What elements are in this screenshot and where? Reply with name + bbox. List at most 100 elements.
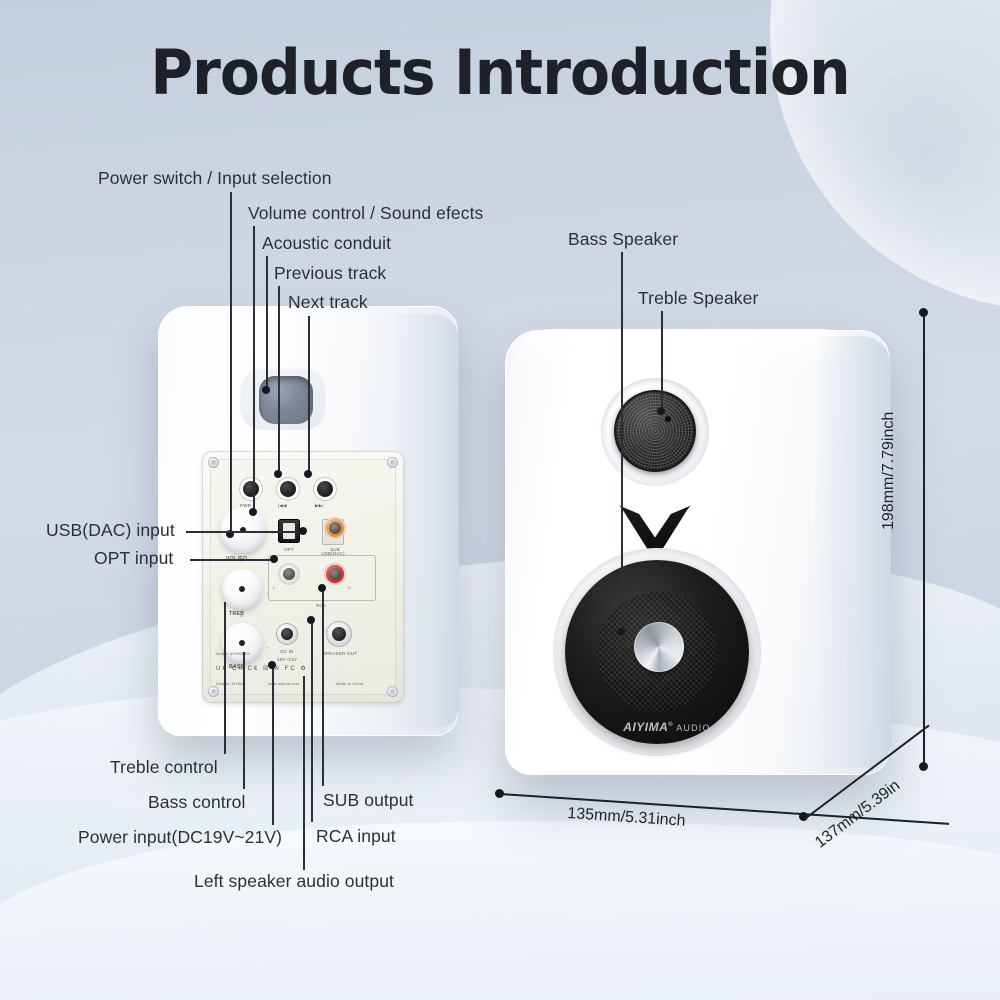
callout-volume-control-sound-effects: Volume control / Sound efects [248, 203, 484, 223]
leader-dot-previous-track [274, 470, 282, 478]
callout-treble-control: Treble control [110, 757, 218, 777]
leader-left-speaker-audio-output [303, 676, 305, 870]
callout-previous-track: Previous track [274, 263, 387, 283]
vol-eq-knob-indicator [240, 527, 246, 533]
brand-logo: AIYIMA®AUDIO [577, 720, 757, 734]
callout-power-switch-input-selection: Power switch / Input selection [98, 168, 332, 188]
dc-in-label: DC IN [280, 649, 294, 654]
rca-right-mark: R [348, 585, 351, 590]
bass-knob-indicator [239, 640, 245, 646]
brand-registered-mark: ® [668, 722, 674, 728]
rca-left-mark: L [273, 585, 276, 590]
front-cabinet-side [813, 336, 891, 768]
next-track-button[interactable] [317, 481, 333, 497]
leader-dot-acoustic-conduit [262, 386, 270, 394]
callout-left-speaker-audio-output: Left speaker audio output [194, 871, 395, 891]
leader-power-input [272, 665, 274, 825]
power-button[interactable] [243, 481, 259, 497]
treble-speaker-driver [614, 390, 696, 472]
treble-knob-label: TREB [229, 611, 245, 617]
leader-sub-output [322, 588, 324, 786]
leader-previous-track [278, 286, 280, 476]
previous-track-button[interactable] [280, 481, 296, 497]
front-speaker-illustration: AIYIMA®AUDIO [505, 329, 891, 775]
leader-acoustic-conduit [266, 256, 268, 390]
opt-port-label: OPT [284, 547, 294, 552]
vol-scale-plus: + [271, 531, 274, 536]
dimension-dot-width-right [799, 812, 808, 821]
rca-input-right-jack[interactable] [324, 563, 346, 585]
leader-dot-bass-speaker [617, 628, 625, 636]
dimension-dot-width-left [495, 789, 504, 798]
front-cabinet-top [515, 329, 855, 369]
rca-input-left-jack[interactable] [278, 563, 300, 585]
rear-speaker-illustration: PWR |◀◀ ▶▶| VOL/EQ - + USB(DAC) TREB - T… [158, 306, 459, 736]
leader-dot-opt-input [270, 555, 278, 563]
bass-scale-b: B [240, 613, 243, 618]
certification-marks: UK CA C€ ☒ ✇ FC ♻ [216, 666, 308, 672]
leader-dot-usb-dac-input [299, 527, 307, 535]
vol-scale-minus: - [216, 501, 218, 506]
leader-treble-control [224, 602, 226, 754]
treble-knob-indicator [239, 586, 245, 592]
speaker-out-jack[interactable] [326, 621, 352, 647]
leader-dot-power-input [268, 661, 276, 669]
leader-power-switch [230, 192, 232, 534]
sub-output-label: SUB [330, 547, 340, 552]
page-title: Products Introduction [150, 36, 850, 109]
dc-in-voltage-label: 19V~21V [276, 657, 298, 662]
leader-volume-control [253, 226, 255, 512]
callout-acoustic-conduit: Acoustic conduit [262, 233, 392, 253]
callout-next-track: Next track [288, 292, 368, 312]
bass-knob-label: BASS [229, 664, 245, 670]
dimension-line-height [923, 312, 925, 770]
plate-screw [387, 686, 398, 697]
treb-scale-t: T [240, 559, 243, 564]
callout-treble-speaker: Treble Speaker [638, 288, 759, 308]
callout-bass-control: Bass control [148, 792, 246, 812]
callout-sub-output: SUB output [323, 790, 414, 810]
acoustic-conduit-port [259, 376, 313, 424]
plate-screw [208, 457, 219, 468]
dc-in-jack[interactable] [276, 623, 298, 645]
leader-dot-next-track [304, 470, 312, 478]
treb-scale-minus: - [215, 563, 217, 568]
bass-scale-plus: + [266, 645, 269, 650]
leader-dot-rca-input [307, 616, 315, 624]
plate-screw [208, 686, 219, 697]
leader-next-track [308, 316, 310, 476]
made-in-text: Made in China [336, 681, 364, 686]
amplifier-plate: PWR |◀◀ ▶▶| VOL/EQ - + USB(DAC) TREB - T… [202, 451, 404, 703]
power-button-label: PWR [240, 503, 252, 508]
bass-scale-minus: - [215, 617, 217, 622]
plate-screw [387, 457, 398, 468]
model-text: Model: AIYIMA S4 [216, 651, 250, 656]
callout-power-input: Power input(DC19V~21V) [78, 827, 283, 847]
callout-opt-input: OPT input [94, 548, 174, 568]
sub-output-jack[interactable] [324, 517, 346, 539]
woofer-phase-plug [634, 622, 684, 672]
leader-dot-power-switch [226, 530, 234, 538]
leader-bass-control [243, 652, 245, 789]
leader-dot-sub-output [318, 584, 326, 592]
dimension-label-height: 198mm/7.79inch [880, 411, 897, 530]
brand-suffix: AUDIO [676, 723, 711, 733]
speaker-out-label: SPEAKER OUT [322, 651, 358, 656]
next-track-label: ▶▶| [315, 503, 324, 508]
website-text: www.aiyima.com [268, 681, 300, 686]
leader-rca-input [311, 620, 313, 822]
leader-opt-input [190, 559, 274, 561]
design-text: Design: AIYIMA [216, 681, 246, 686]
dimension-dot-height-top [919, 308, 928, 317]
leader-dot-treble-speaker [657, 407, 665, 415]
leader-bass-speaker [621, 252, 623, 634]
tweeter-vent [665, 416, 671, 422]
treb-scale-plus: + [266, 591, 269, 596]
callout-bass-speaker: Bass Speaker [568, 229, 679, 249]
callout-usb-dac-input: USB(DAC) input [46, 520, 175, 540]
dimension-dot-height-bottom [919, 762, 928, 771]
callout-rca-input: RCA input [316, 826, 396, 846]
leader-usb-dac-input [186, 531, 303, 533]
brand-name: AIYIMA [623, 720, 669, 734]
